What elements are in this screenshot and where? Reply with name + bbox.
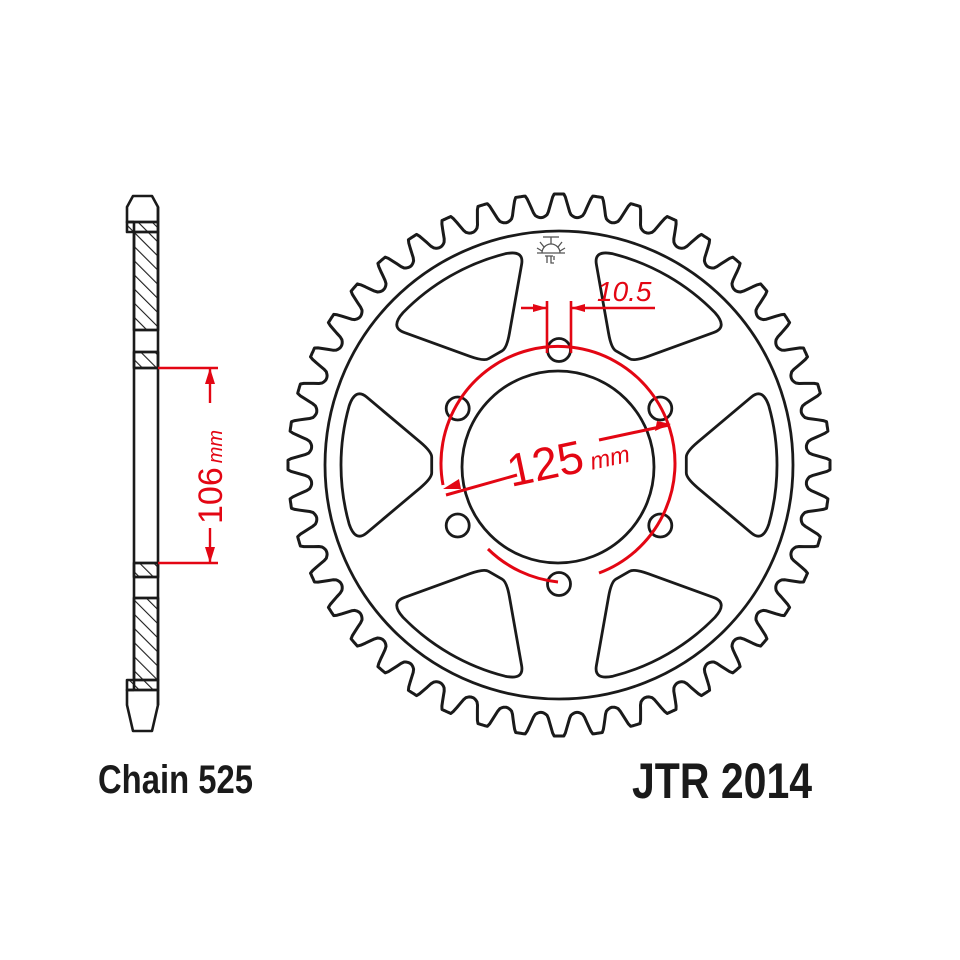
bolt-hole-dimension: 10.5 bbox=[521, 276, 655, 353]
side-section-view bbox=[125, 194, 160, 733]
hub-spacing-dimension: 106mm bbox=[158, 366, 230, 565]
spoke-window bbox=[395, 568, 524, 679]
spoke-windows bbox=[339, 251, 779, 679]
part-number-label: JTR 2014 bbox=[632, 753, 813, 809]
bolt-circle-arc-lower bbox=[486, 547, 559, 584]
side-hatch-hub-upper bbox=[132, 350, 160, 370]
side-bottom-tooth bbox=[125, 688, 160, 733]
bolt-hole bbox=[647, 512, 674, 539]
jt-sunburst-logo bbox=[536, 236, 566, 264]
bolt-hole bbox=[444, 395, 471, 422]
side-hatch-upper bbox=[125, 220, 160, 234]
sprocket-teeth-outline bbox=[286, 192, 832, 738]
spoke-window bbox=[339, 392, 434, 538]
spoke-window bbox=[594, 568, 723, 679]
chain-size-label: Chain 525 bbox=[98, 758, 253, 802]
spoke-window bbox=[684, 392, 779, 538]
bolt-hole bbox=[546, 337, 572, 363]
bolt-hole bbox=[444, 512, 471, 539]
bolt-circle-label: 125mm bbox=[502, 420, 633, 496]
spoke-window bbox=[395, 251, 524, 362]
side-hatch-hub-lower bbox=[132, 561, 160, 579]
side-hatch-lower bbox=[125, 678, 160, 692]
side-top-tooth bbox=[125, 194, 160, 224]
bolt-hole bbox=[546, 571, 572, 597]
side-hatch-upper-body bbox=[132, 230, 160, 332]
side-hatch-lower-body bbox=[132, 596, 160, 682]
bolt-hole bbox=[647, 395, 674, 422]
ring-outer-circle bbox=[323, 229, 795, 701]
hub-circle bbox=[460, 369, 656, 565]
bolt-circle-dimension: 125mm bbox=[439, 344, 677, 584]
front-view: 125mm 10.5 bbox=[286, 192, 832, 738]
bolt-circle-arc bbox=[439, 344, 677, 575]
hub-spacing-label: 106mm bbox=[192, 430, 230, 524]
spoke-window bbox=[594, 251, 723, 362]
bolt-hole-label: 10.5 bbox=[597, 276, 652, 307]
